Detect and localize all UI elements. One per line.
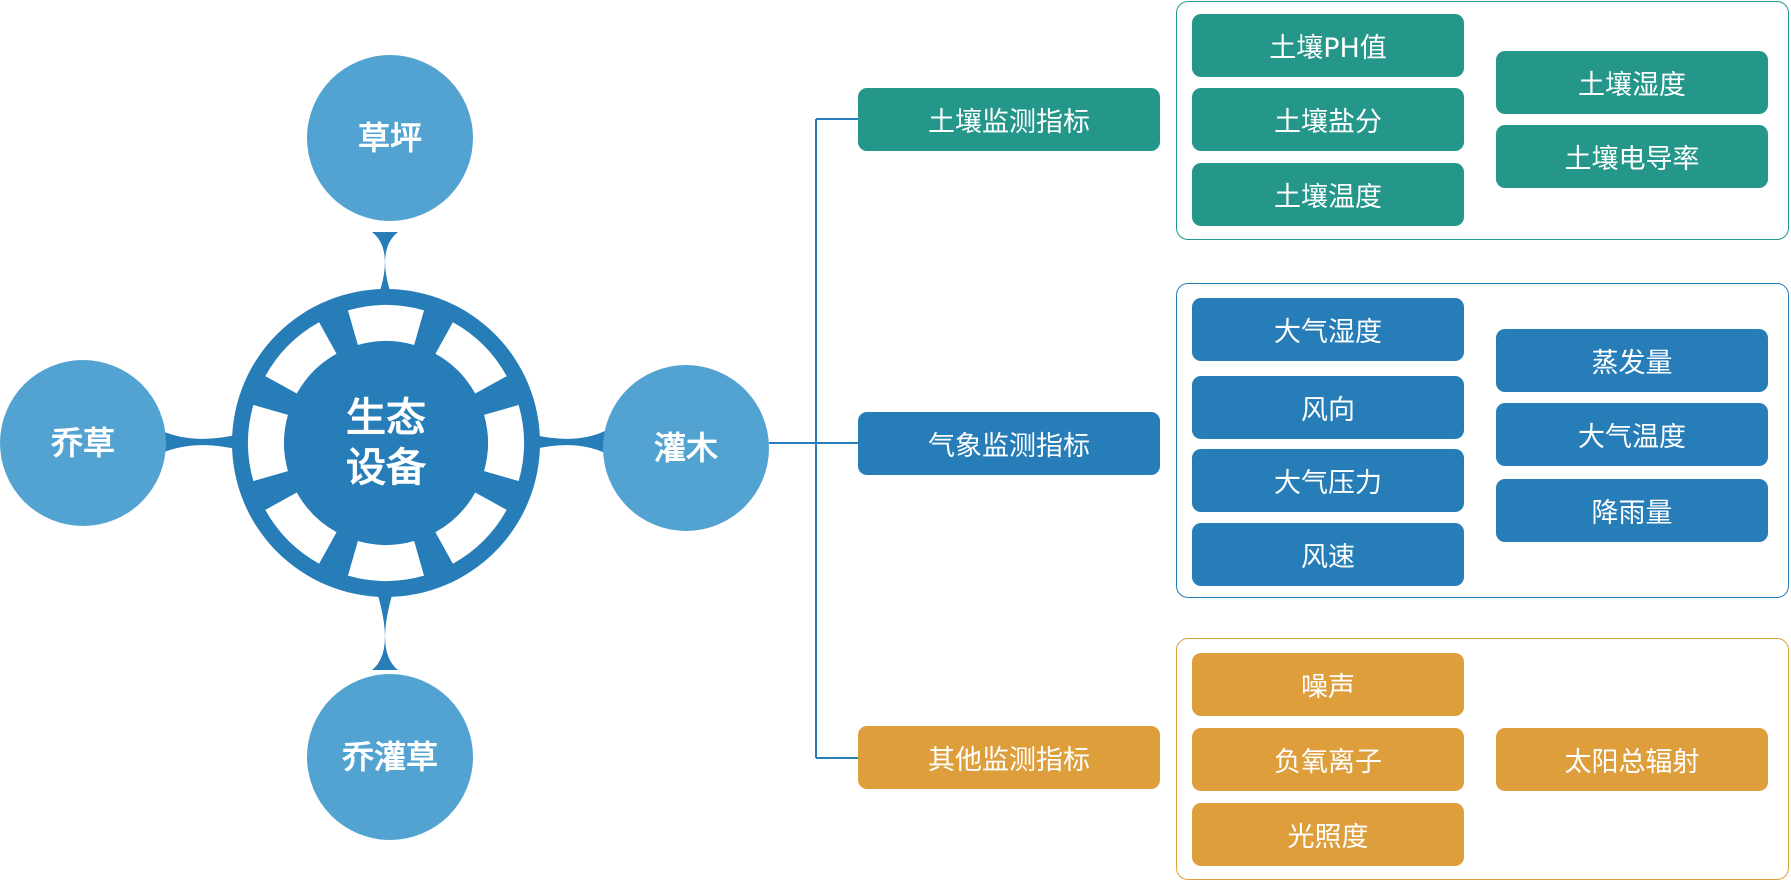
weather-item: 风向: [1192, 376, 1464, 439]
satellite-bottom-label: 乔灌草: [342, 738, 438, 776]
weather-item: 蒸发量: [1496, 329, 1768, 392]
other-item: 噪声: [1192, 653, 1464, 716]
neck-top: [372, 232, 398, 300]
satellite-bottom: [307, 674, 473, 840]
ring-segment: [484, 404, 524, 482]
hub-title-line2: 设备: [346, 445, 427, 491]
soil-item: 土壤盐分: [1192, 88, 1464, 151]
category-soil: 土壤监测指标: [858, 88, 1160, 151]
hub-title-line1: 生态: [346, 395, 426, 441]
ring-segment: [265, 492, 337, 564]
hub-diagram: 生态 设备 草坪 乔草 灌木 乔灌草: [0, 55, 769, 840]
weather-item: 风速: [1192, 523, 1464, 586]
soil-item: 土壤PH值: [1192, 14, 1464, 77]
satellite-left-label: 乔草: [51, 424, 115, 462]
weather-item: 大气湿度: [1192, 298, 1464, 361]
ring-segment: [435, 322, 507, 394]
satellite-right: [603, 365, 769, 531]
neck-right: [530, 431, 605, 453]
weather-item: 大气温度: [1496, 403, 1768, 466]
category-weather: 气象监测指标: [858, 412, 1160, 475]
other-item: 负氧离子: [1192, 728, 1464, 791]
satellite-top: [307, 55, 473, 221]
soil-item: 土壤湿度: [1496, 51, 1768, 114]
soil-item: 土壤电导率: [1496, 125, 1768, 188]
satellite-left: [0, 360, 166, 526]
satellite-top-label: 草坪: [358, 119, 422, 157]
other-item: 太阳总辐射: [1496, 728, 1768, 791]
neck-bottom: [372, 592, 398, 670]
satellite-right-label: 灌木: [654, 429, 718, 467]
soil-item: 土壤温度: [1192, 163, 1464, 226]
weather-item: 大气压力: [1192, 449, 1464, 512]
category-other: 其他监测指标: [858, 726, 1160, 789]
ring-segment: [435, 492, 507, 564]
neck-left: [162, 431, 240, 453]
other-item: 光照度: [1192, 803, 1464, 866]
ring-segment: [265, 322, 337, 394]
ring-segment: [347, 305, 425, 345]
ring-segment: [248, 404, 288, 482]
hub-core: [292, 349, 480, 537]
weather-item: 降雨量: [1496, 479, 1768, 542]
ring-segment: [347, 541, 425, 581]
ring-segments: [248, 305, 524, 581]
